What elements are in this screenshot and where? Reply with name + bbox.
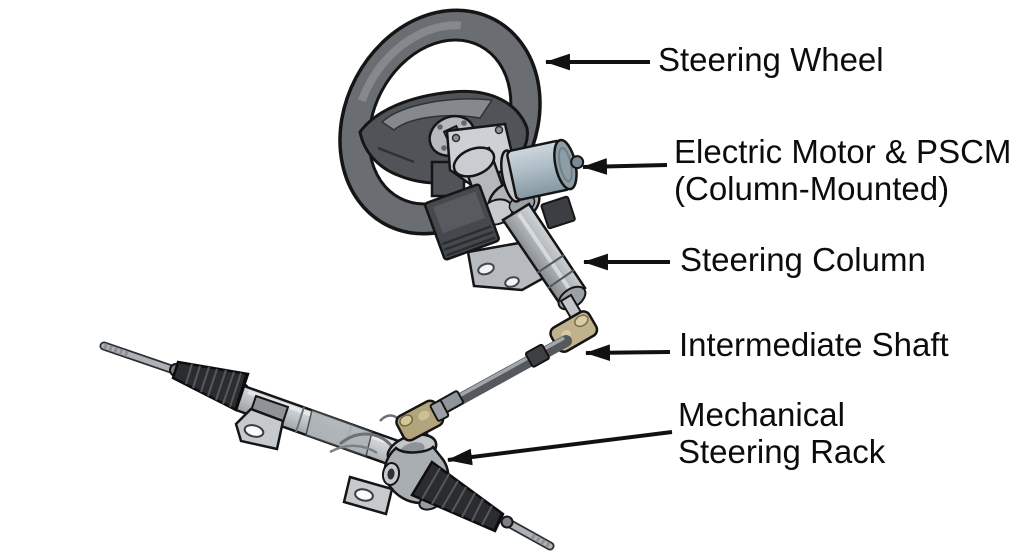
label-steering-wheel: Steering Wheel [658, 41, 884, 78]
intermediate-shaft-graphic [395, 335, 572, 442]
label-text: (Column-Mounted) [674, 170, 950, 207]
arrow-intermediate-shaft [584, 344, 671, 362]
label-text: Steering Rack [678, 433, 886, 470]
steering-column-graphic [424, 122, 599, 353]
label-mechanical-steering-rack: Mechanical Steering Rack [678, 396, 885, 470]
label-steering-column: Steering Column [680, 241, 926, 278]
label-text: Intermediate Shaft [679, 326, 949, 363]
pscm-module [424, 183, 500, 261]
connector-box [540, 195, 576, 230]
label-intermediate-shaft: Intermediate Shaft [679, 326, 949, 363]
pinion-housing [381, 430, 450, 511]
label-text: Steering Column [680, 241, 926, 278]
leader-arrows [446, 53, 673, 466]
label-electric-motor-pscm: Electric Motor & PSCM (Column-Mounted) [674, 133, 1011, 207]
right-mount-bracket [342, 475, 394, 516]
right-bellows-boot [410, 460, 505, 533]
electric-motor [500, 138, 585, 203]
right-tie-rod [500, 515, 555, 551]
steering-rack-graphic [99, 341, 555, 551]
arrow-electric-motor [581, 158, 668, 175]
left-mount-bracket [234, 394, 290, 451]
lower-u-joint [395, 399, 450, 442]
label-text: Electric Motor & PSCM [674, 133, 1012, 170]
arrow-steering-rack [446, 430, 673, 466]
left-bellows-boot [171, 360, 250, 412]
label-text: Steering Wheel [658, 41, 884, 78]
left-tie-rod [99, 341, 183, 377]
label-text: Mechanical [678, 396, 845, 433]
